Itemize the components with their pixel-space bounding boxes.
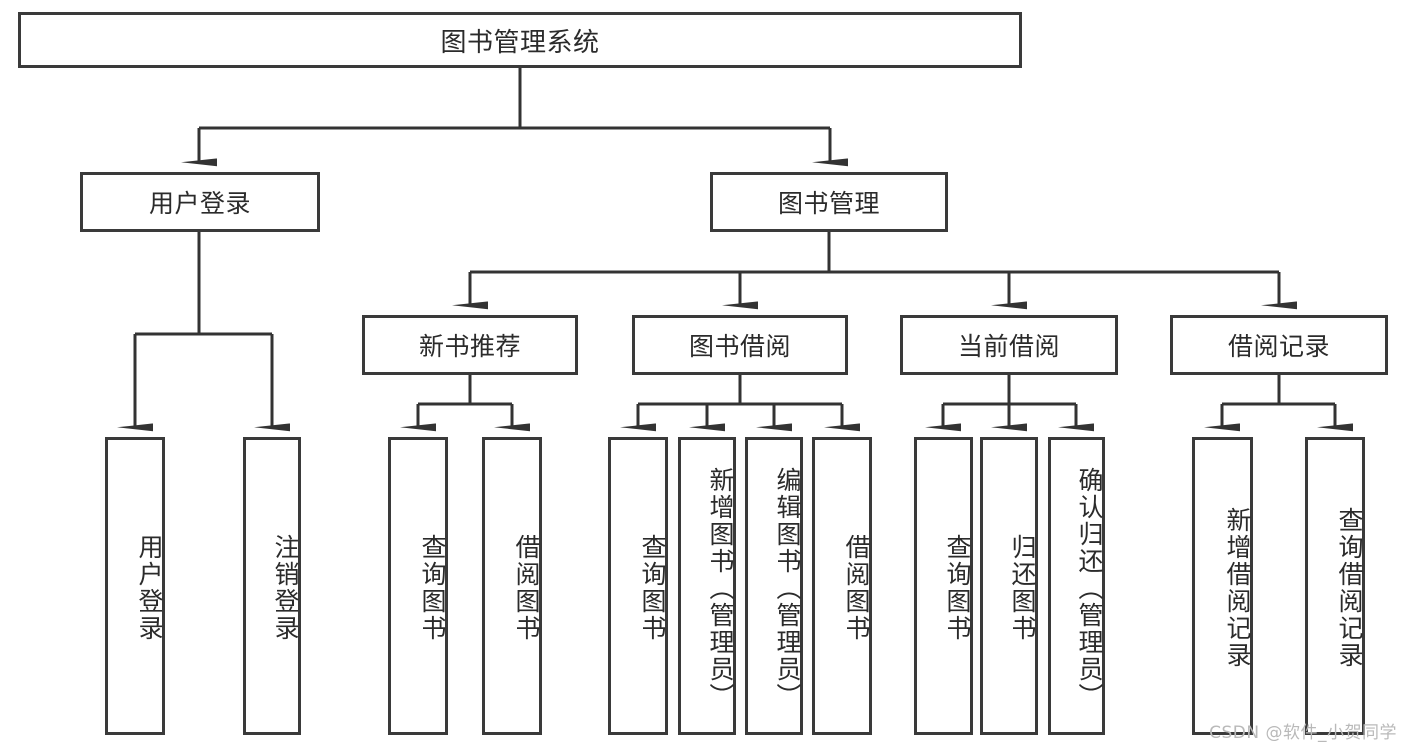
node-leaf-add-record[interactable]: 新增借阅记录 (1192, 437, 1253, 735)
node-leaf-query-book-2-label: 查询图书 (638, 534, 667, 642)
node-leaf-logout-label: 注销登录 (271, 534, 300, 642)
node-leaf-add-record-label: 新增借阅记录 (1223, 507, 1252, 669)
node-leaf-confirm-return-label: 确认归还（管理员） (1075, 466, 1104, 710)
node-leaf-edit-book[interactable]: 编辑图书（管理员） (745, 437, 803, 735)
node-leaf-add-book[interactable]: 新增图书（管理员） (678, 437, 736, 735)
node-new-book-rec-label: 新书推荐 (418, 332, 521, 361)
node-leaf-query-book-1-label: 查询图书 (418, 534, 447, 642)
node-leaf-return-book[interactable]: 归还图书 (980, 437, 1038, 735)
node-root[interactable]: 图书管理系统 (18, 12, 1022, 68)
node-leaf-user-login[interactable]: 用户登录 (105, 437, 165, 735)
node-leaf-confirm-return[interactable]: 确认归还（管理员） (1048, 437, 1105, 735)
node-book-borrow-label: 图书借阅 (688, 332, 791, 361)
node-book-manage-label: 图书管理 (777, 189, 880, 218)
node-new-book-rec[interactable]: 新书推荐 (362, 315, 578, 375)
node-leaf-borrow-book-2-label: 借阅图书 (842, 534, 871, 642)
node-leaf-edit-book-label: 编辑图书（管理员） (773, 466, 802, 710)
node-user-login[interactable]: 用户登录 (80, 172, 320, 232)
node-leaf-borrow-book-2[interactable]: 借阅图书 (812, 437, 872, 735)
node-book-borrow[interactable]: 图书借阅 (632, 315, 848, 375)
node-leaf-query-book-3-label: 查询图书 (943, 534, 972, 642)
node-root-label: 图书管理系统 (440, 27, 600, 58)
node-leaf-add-book-label: 新增图书（管理员） (706, 466, 735, 710)
node-leaf-query-record[interactable]: 查询借阅记录 (1305, 437, 1365, 735)
node-leaf-borrow-book-1[interactable]: 借阅图书 (482, 437, 542, 735)
node-leaf-query-book-1[interactable]: 查询图书 (388, 437, 448, 735)
node-leaf-query-book-2[interactable]: 查询图书 (608, 437, 668, 735)
node-borrow-record[interactable]: 借阅记录 (1170, 315, 1388, 375)
node-leaf-query-record-label: 查询借阅记录 (1335, 507, 1364, 669)
node-borrow-record-label: 借阅记录 (1227, 332, 1330, 361)
node-leaf-logout[interactable]: 注销登录 (243, 437, 301, 735)
node-current-borrow-label: 当前借阅 (957, 332, 1060, 361)
node-user-login-label: 用户登录 (148, 189, 251, 218)
node-leaf-return-book-label: 归还图书 (1008, 534, 1037, 642)
node-leaf-query-book-3[interactable]: 查询图书 (914, 437, 973, 735)
node-leaf-user-login-label: 用户登录 (135, 534, 164, 642)
node-leaf-borrow-book-1-label: 借阅图书 (512, 534, 541, 642)
watermark: CSDN @软件_小贺同学 (1209, 723, 1397, 743)
node-book-manage[interactable]: 图书管理 (710, 172, 948, 232)
node-current-borrow[interactable]: 当前借阅 (900, 315, 1118, 375)
